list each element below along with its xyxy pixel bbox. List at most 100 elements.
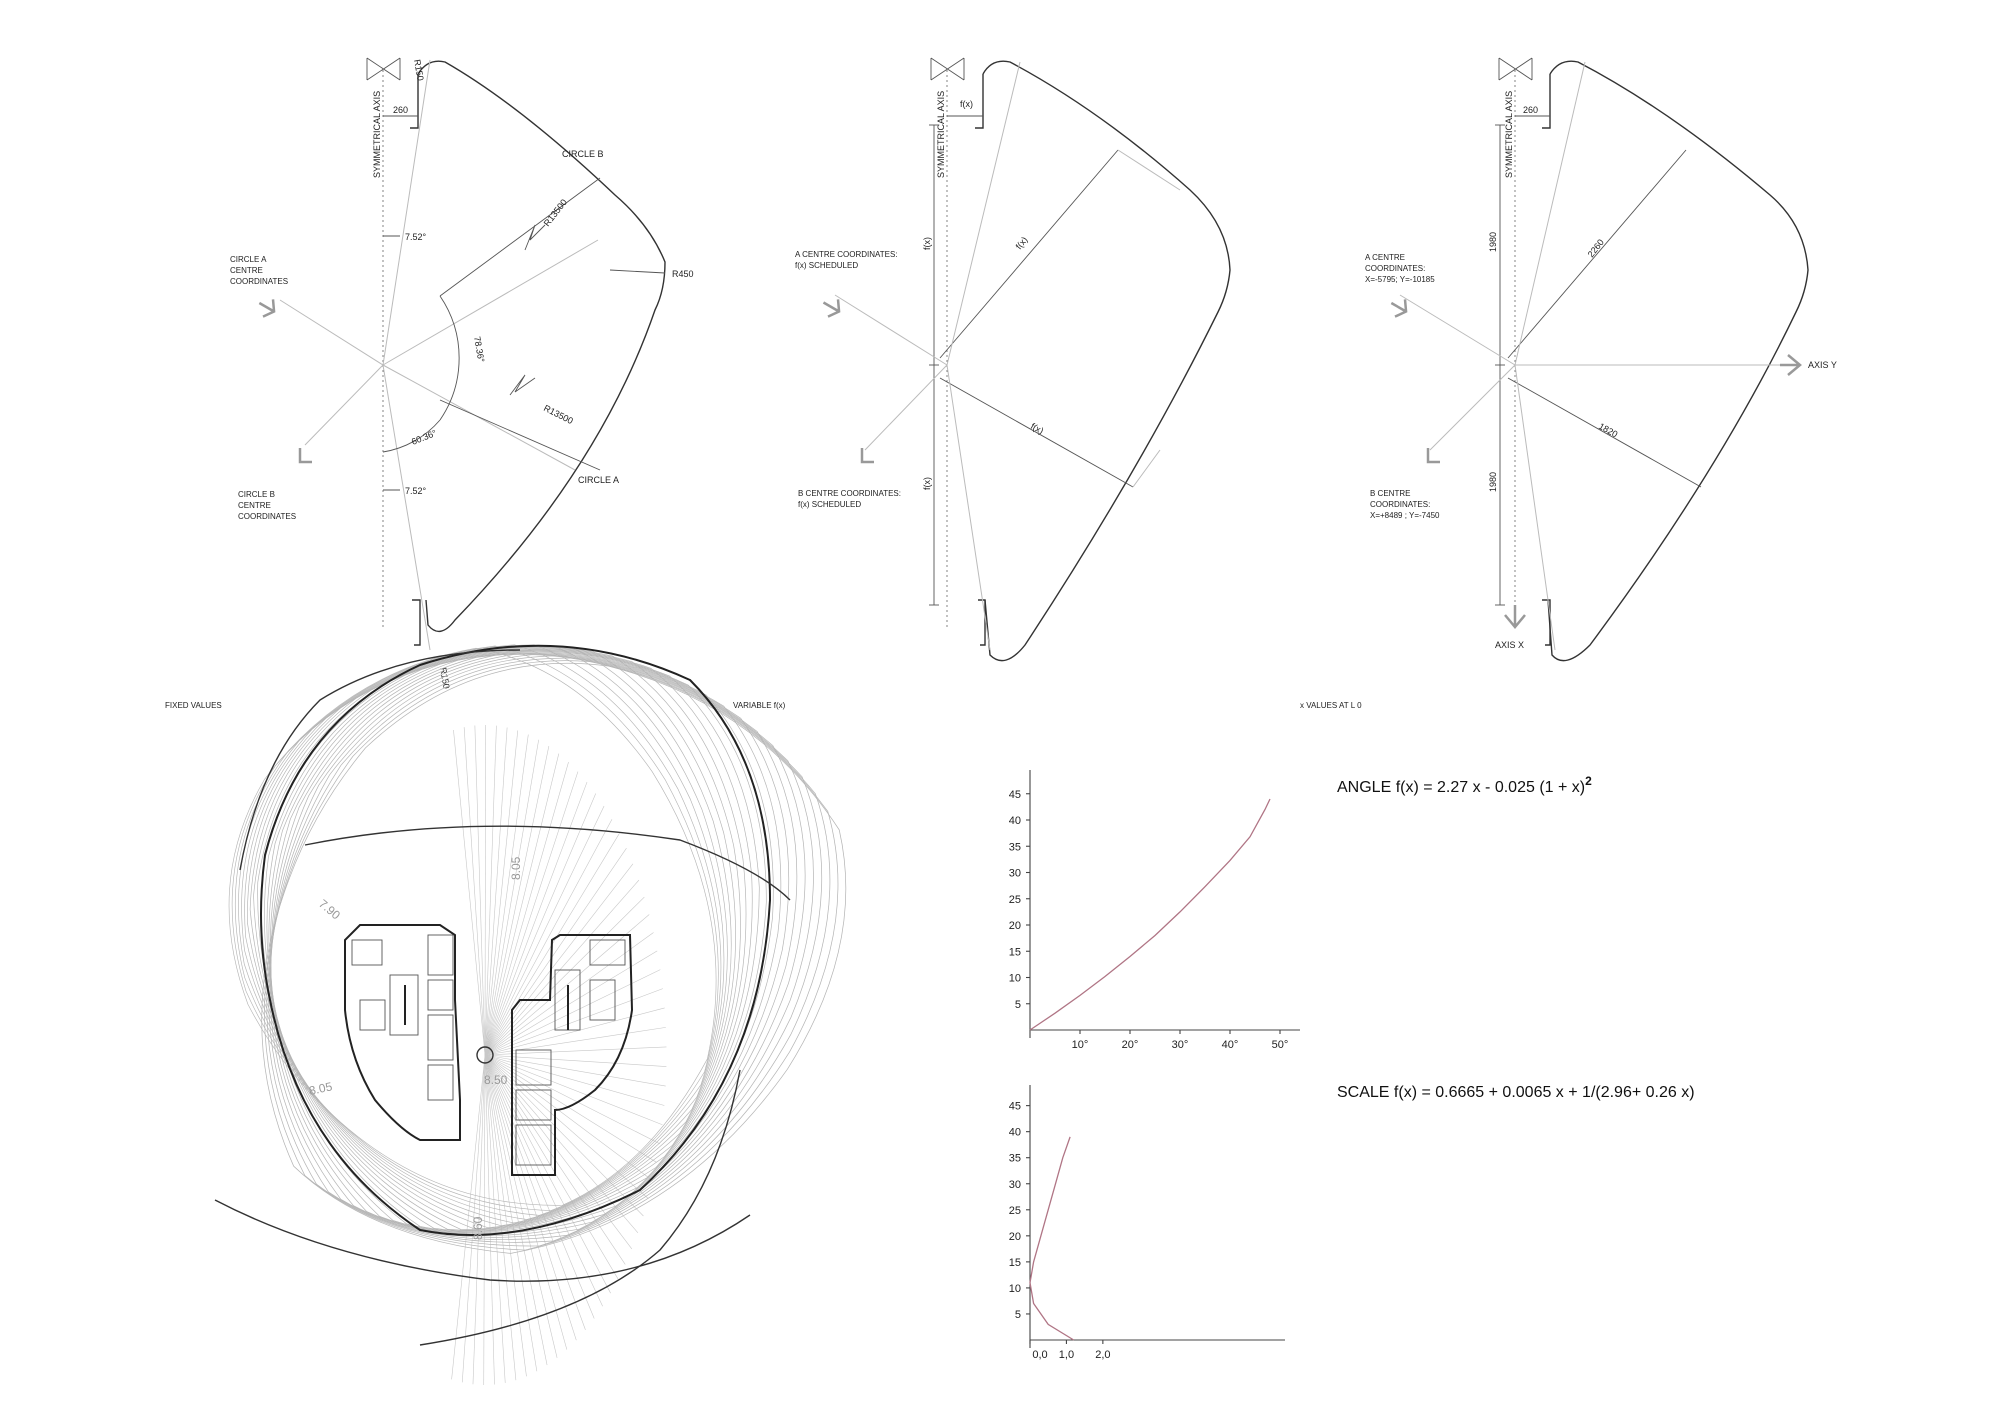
plan-outline-shape	[417, 60, 666, 633]
fan-line	[484, 950, 658, 1056]
radius-line-b	[439, 177, 601, 297]
plan-dim-centre: 8.50	[484, 1073, 508, 1087]
fan-line	[484, 727, 508, 1056]
a-centre-line-2: COORDINATES:	[1365, 264, 1425, 273]
fan-line	[474, 725, 486, 1056]
y-tick-label: 20	[1009, 1231, 1021, 1243]
guide-line	[1399, 294, 1516, 366]
b-centre-line-1: B CENTRE	[1370, 489, 1410, 498]
y-tick-label: 35	[1009, 1153, 1021, 1165]
axis-x-label: AXIS X	[1495, 640, 1524, 650]
a-centre-line-2: f(x) SCHEDULED	[795, 261, 858, 270]
angle-arc-78	[439, 295, 460, 421]
panel3-caption: x VALUES AT L 0	[1300, 701, 1362, 710]
x-tick-label: 30°	[1172, 1039, 1189, 1051]
angle-formula: ANGLE f(x) = 2.27 x - 0.025 (1 + x)2	[1337, 774, 1592, 796]
rotated-outline	[266, 657, 831, 1247]
y-tick-label: 5	[1015, 999, 1021, 1011]
rotation-centre-icon	[476, 1046, 494, 1064]
core-outline-left	[344, 924, 461, 1141]
y-tick-label: 10	[1009, 973, 1021, 985]
circle-b-centre-line-2: CENTRE	[238, 501, 271, 510]
guide-line	[1514, 364, 1556, 651]
bold-arc	[214, 1199, 751, 1282]
rotated-outline	[253, 647, 747, 1230]
panel2-caption: VARIABLE f(x)	[733, 701, 786, 710]
b-centre-arrow-icon	[860, 448, 874, 464]
fan-line	[484, 1054, 548, 1366]
b-centre-line-1: B CENTRE COORDINATES:	[798, 489, 901, 498]
fx-diag-lower-line	[939, 377, 1134, 488]
dim-2260-label: 2260	[1586, 237, 1606, 259]
axis-y-label: AXIS Y	[1808, 360, 1837, 370]
angle-60-label: 60.36°	[410, 428, 438, 447]
a-centre-arrow-icon	[1390, 299, 1408, 318]
core-room	[515, 1049, 552, 1086]
y-tick-label: 45	[1009, 1101, 1021, 1113]
fan-line	[484, 1054, 603, 1307]
bold-arc	[304, 825, 791, 901]
b-centre-line-3: X=+8489 ; Y=-7450	[1370, 511, 1440, 520]
fx-left-lower-label: f(x)	[922, 477, 932, 490]
angle-top-label: 7.52°	[405, 232, 427, 242]
fan-line	[484, 988, 663, 1056]
guide-line	[1429, 364, 1516, 451]
rotated-outline	[264, 660, 839, 1251]
bold-arc	[239, 649, 521, 871]
y-tick-label: 25	[1009, 1205, 1021, 1217]
bold-arc	[419, 1069, 741, 1346]
bottom-notch	[1542, 599, 1551, 646]
r450-leader	[609, 269, 666, 274]
fan-line	[484, 1054, 657, 1163]
axis-symbol-icon	[930, 57, 965, 81]
fx-diag-lower-label: f(x)	[1029, 421, 1045, 436]
guide-line	[382, 239, 599, 366]
zigzag-break-icon	[524, 224, 546, 251]
angle-arc-60	[382, 419, 441, 453]
fan-line	[484, 1054, 586, 1330]
fan-line	[484, 793, 597, 1056]
fan-line	[484, 1054, 595, 1319]
fan-line	[484, 1054, 538, 1372]
angle-78-label: 78.36°	[472, 336, 486, 364]
fx-left-upper-label: f(x)	[922, 237, 932, 250]
y-tick-label: 15	[1009, 1257, 1021, 1269]
plan-dim-top: 8.05	[509, 856, 523, 880]
series-line	[1029, 798, 1271, 1031]
core-plan-right	[511, 934, 634, 1176]
top-notch	[410, 74, 419, 129]
angle-formula-exponent: 2	[1585, 774, 1592, 788]
guide-line	[1132, 449, 1161, 488]
panel-x-values: SYMMETRICAL AXIS 260 1980 1980 2260 1820…	[1300, 57, 1837, 710]
core-room	[515, 1124, 552, 1166]
fan-line	[484, 1054, 577, 1341]
x-tick-label: 1,0	[1059, 1349, 1074, 1361]
y-tick-label: 5	[1015, 1309, 1021, 1321]
axis-x-arrow-icon	[1504, 605, 1526, 629]
x-tick-label: 0,0	[1032, 1349, 1047, 1361]
fan-line	[484, 1007, 665, 1056]
plan-dim-bottom: 8.60	[471, 1216, 485, 1240]
x-tick-label: 10°	[1072, 1039, 1089, 1051]
core-room	[589, 979, 616, 1021]
fx-diag-upper-label: f(x)	[1014, 235, 1030, 251]
guide-line	[946, 61, 1021, 366]
x-tick-label: 20°	[1122, 1039, 1139, 1051]
core-room	[589, 939, 626, 966]
dim-260-label: 260	[393, 105, 408, 115]
guide-line	[382, 364, 431, 651]
fan-line	[484, 746, 550, 1056]
fan-line	[484, 1054, 667, 1067]
guide-line	[1514, 61, 1586, 366]
axis-symbol-icon	[366, 57, 401, 81]
fan-line	[463, 727, 486, 1056]
fan-line	[484, 1054, 644, 1217]
guide-line	[1117, 149, 1181, 191]
dim-260-label: 260	[1523, 105, 1538, 115]
fan-line	[484, 734, 529, 1056]
fan-line	[461, 1054, 486, 1383]
y-tick-label: 40	[1009, 1127, 1021, 1139]
